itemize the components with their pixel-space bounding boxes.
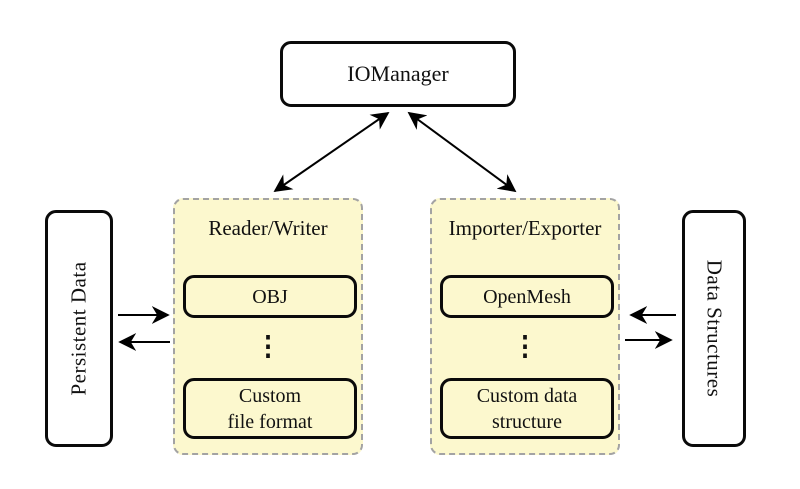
arrow-iomanager-reader-writer [273,111,390,193]
reader-writer-title: Reader/Writer [208,216,328,240]
data-structures-label: Data Structures [702,259,727,398]
iomanager-node: IOManager [280,41,516,107]
reader-writer-ellipsis: ⋮ [254,331,282,361]
persistent-data-node: Persistent Data [45,210,113,447]
importer-exporter-title: Importer/Exporter [448,216,602,240]
custom-data-structure-node: Custom data structure [440,378,614,439]
iomanager-label: IOManager [347,61,449,86]
openmesh-node: OpenMesh [440,275,614,318]
arrow-iomanager-importer-exporter [407,111,517,193]
obj-label: OBJ [252,285,288,308]
obj-node: OBJ [183,275,357,318]
reader-writer-group: Reader/Writer OBJ ⋮ Custom file format [173,198,363,455]
importer-exporter-group: Importer/Exporter OpenMesh ⋮ Custom data… [430,198,620,455]
custom-data-structure-label: Custom data structure [476,384,578,433]
persistent-data-label: Persistent Data [66,261,91,396]
openmesh-label: OpenMesh [483,285,571,308]
data-structures-node: Data Structures [682,210,746,447]
custom-file-format-label: Custom file format [227,384,313,433]
importer-exporter-ellipsis: ⋮ [511,331,539,361]
custom-file-format-node: Custom file format [183,378,357,439]
